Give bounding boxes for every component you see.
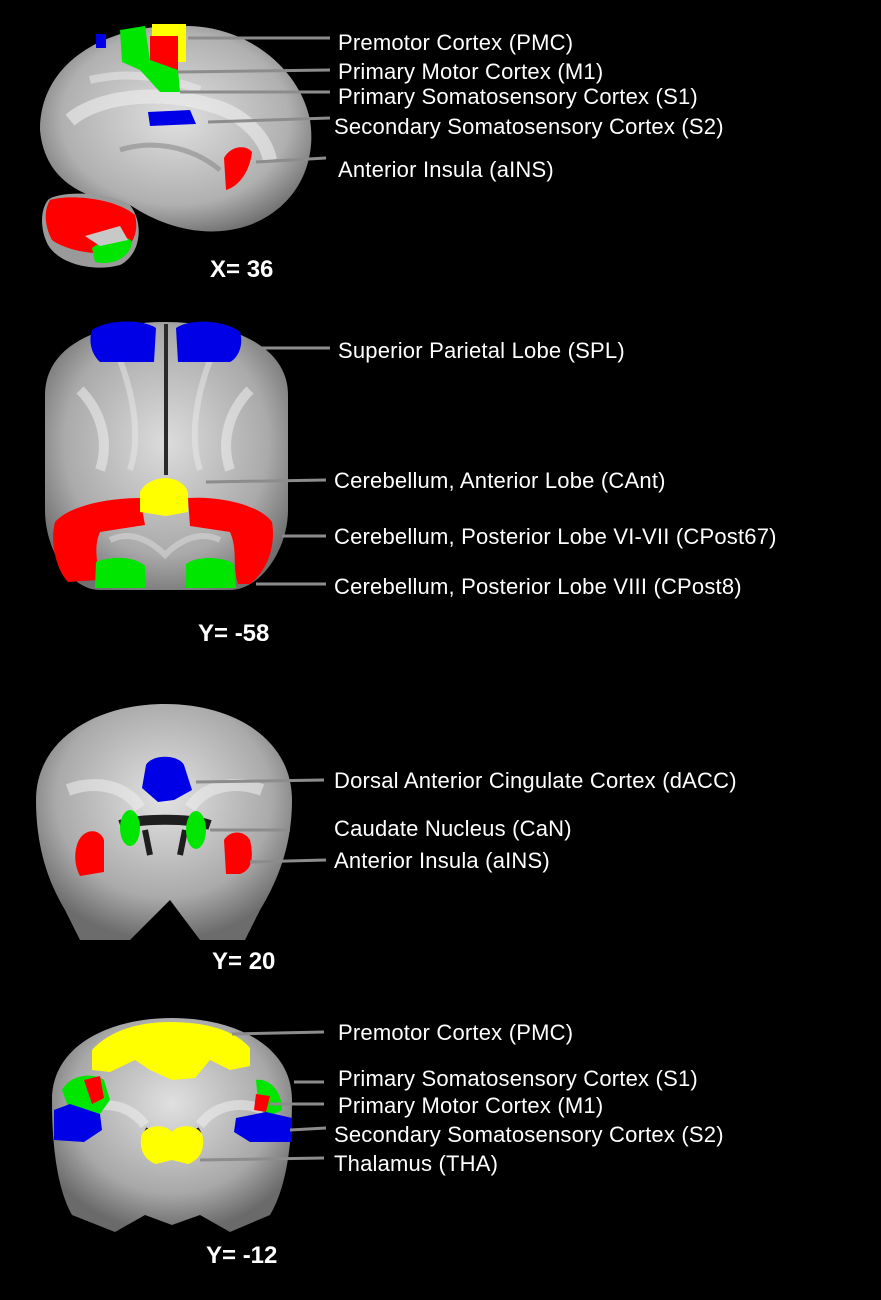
label-coronal-central-s2: Secondary Somatosensory Cortex (S2) <box>334 1122 724 1147</box>
label-coronal-cpost67: Cerebellum, Posterior Lobe VI-VII (CPost… <box>334 524 777 549</box>
sagittal-panel: Premotor Cortex (PMC) Primary Motor Cort… <box>0 0 881 300</box>
label-sagittal-m1: Primary Motor Cortex (M1) <box>338 59 604 84</box>
leader-line <box>177 68 331 74</box>
coordinate-label-x36: X= 36 <box>210 256 274 283</box>
coronal-cerebellum-posterior-red-right <box>188 497 274 584</box>
leader-line <box>195 778 325 784</box>
coronal-ains-left-red <box>75 831 104 876</box>
label-coronal-caudate: Caudate Nucleus (CaN) <box>334 816 572 841</box>
leader-line <box>205 478 327 484</box>
sagittal-brain-slice <box>40 24 331 268</box>
coronal-thalamus-yellow <box>140 1126 204 1164</box>
label-coronal-ains: Anterior Insula (aINS) <box>334 848 550 873</box>
coronal-ains-right-red <box>224 832 252 874</box>
coronal-pmc-yellow-region <box>92 1022 250 1080</box>
leader-line <box>255 156 327 164</box>
coronal-anterior-panel: Dorsal Anterior Cingulate Cortex (dACC) … <box>0 690 881 990</box>
sagittal-blue-frontal-region <box>96 34 106 48</box>
coronal-caudate-left-green <box>120 810 140 846</box>
leader-line <box>207 116 331 124</box>
coronal-caudate-right-green <box>186 811 206 849</box>
leader-line <box>231 1030 325 1036</box>
coronal-dacc-blue-region <box>142 756 192 802</box>
sagittal-s2-blue-region <box>148 110 196 126</box>
label-coronal-central-pmc: Premotor Cortex (PMC) <box>338 1020 574 1045</box>
coronal-central-brain-slice <box>52 1018 327 1232</box>
coordinate-label-y-minus12: Y= -12 <box>206 1242 278 1269</box>
label-coronal-central-s1: Primary Somatosensory Cortex (S1) <box>338 1066 698 1091</box>
label-sagittal-pmc: Premotor Cortex (PMC) <box>338 30 574 55</box>
coronal-m1-right-red <box>254 1094 270 1112</box>
coronal-cerebellum-viii-green-left <box>95 557 145 588</box>
coronal-spl-right-blue-region <box>176 321 242 362</box>
label-coronal-cant: Cerebellum, Anterior Lobe (CAnt) <box>334 468 666 493</box>
coronal-central-panel: Premotor Cortex (PMC) Primary Somatosens… <box>0 1000 881 1300</box>
coordinate-label-y-minus58: Y= -58 <box>198 620 270 647</box>
coordinate-label-y20: Y= 20 <box>212 948 276 975</box>
label-coronal-central-m1: Primary Motor Cortex (M1) <box>338 1093 604 1118</box>
sagittal-s1-green-region <box>120 26 180 92</box>
coronal-posterior-panel: Superior Parietal Lobe (SPL) Cerebellum,… <box>0 300 881 660</box>
coronal-cerebellum-anterior-yellow <box>140 478 188 516</box>
label-coronal-dacc: Dorsal Anterior Cingulate Cortex (dACC) <box>334 768 737 793</box>
leader-line <box>199 1156 325 1162</box>
coronal-m1-left-red <box>84 1076 104 1104</box>
coronal-anterior-brain-slice <box>36 704 327 940</box>
label-sagittal-s2: Secondary Somatosensory Cortex (S2) <box>334 114 724 139</box>
label-sagittal-ains: Anterior Insula (aINS) <box>338 157 554 182</box>
coronal-spl-left-blue-region <box>90 321 156 362</box>
coronal-cerebellum-posterior-red-left <box>53 498 146 582</box>
label-coronal-spl: Superior Parietal Lobe (SPL) <box>338 338 625 363</box>
label-sagittal-s1: Primary Somatosensory Cortex (S1) <box>338 84 698 109</box>
coronal-posterior-brain-slice <box>45 321 330 590</box>
leader-line <box>249 858 327 864</box>
coronal-s2-left-blue <box>54 1104 102 1142</box>
label-coronal-cpost8: Cerebellum, Posterior Lobe VIII (CPost8) <box>334 574 742 599</box>
sagittal-ains-red-region <box>224 147 252 190</box>
coronal-s2-right-blue <box>234 1112 292 1142</box>
label-coronal-central-thalamus: Thalamus (THA) <box>334 1151 499 1176</box>
coronal-cerebellum-viii-green-right <box>186 558 236 588</box>
leader-line <box>289 1126 327 1132</box>
